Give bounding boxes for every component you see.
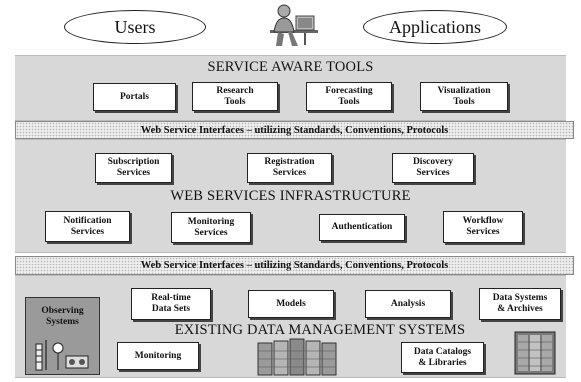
real-time-data-sets-box: Real-time Data Sets <box>131 288 211 320</box>
users-oval: Users <box>64 10 206 44</box>
data-systems-archives-box: Data Systems & Archives <box>479 288 561 320</box>
forecasting-tools-box: Forecasting Tools <box>306 82 392 111</box>
server-racks-icon <box>256 337 348 377</box>
data-catalogs-libraries-box: Data Catalogs & Libraries <box>401 342 484 373</box>
person-at-computer-icon <box>266 2 322 48</box>
analysis-box: Analysis <box>365 290 451 318</box>
workflow-services-box: Workflow Services <box>443 211 523 243</box>
mainframe-computer-icon <box>512 330 558 376</box>
models-box: Models <box>248 290 334 318</box>
users-label: Users <box>114 16 156 37</box>
visualization-tools-box: Visualization Tools <box>420 82 508 111</box>
web-service-interfaces-band-lower: Web Service Interfaces – utilizing Stand… <box>15 256 574 275</box>
observing-systems-box: Observing Systems <box>25 297 100 375</box>
discovery-services-box: Discovery Services <box>392 153 474 183</box>
service-aware-tools-title: SERVICE AWARE TOOLS <box>207 59 374 75</box>
monitoring-services-box: Monitoring Services <box>171 212 251 243</box>
applications-label: Applications <box>389 16 481 37</box>
monitoring-box: Monitoring <box>117 342 199 370</box>
subscription-services-box: Subscription Services <box>95 153 172 183</box>
observing-systems-label: Observing Systems <box>41 306 84 327</box>
research-tools-box: Research Tools <box>192 82 278 111</box>
existing-data-management-title: EXISTING DATA MANAGEMENT SYSTEMS <box>174 322 466 338</box>
registration-services-box: Registration Services <box>247 153 332 183</box>
applications-oval: Applications <box>363 10 507 44</box>
web-services-infrastructure-title: WEB SERVICES INFRASTRUCTURE <box>170 188 411 204</box>
instrument-equipment-icon <box>32 338 94 372</box>
notification-services-box: Notification Services <box>45 211 130 242</box>
authentication-box: Authentication <box>319 214 405 241</box>
web-service-interfaces-band-upper: Web Service Interfaces – utilizing Stand… <box>15 121 574 139</box>
portals-box: Portals <box>93 83 176 111</box>
